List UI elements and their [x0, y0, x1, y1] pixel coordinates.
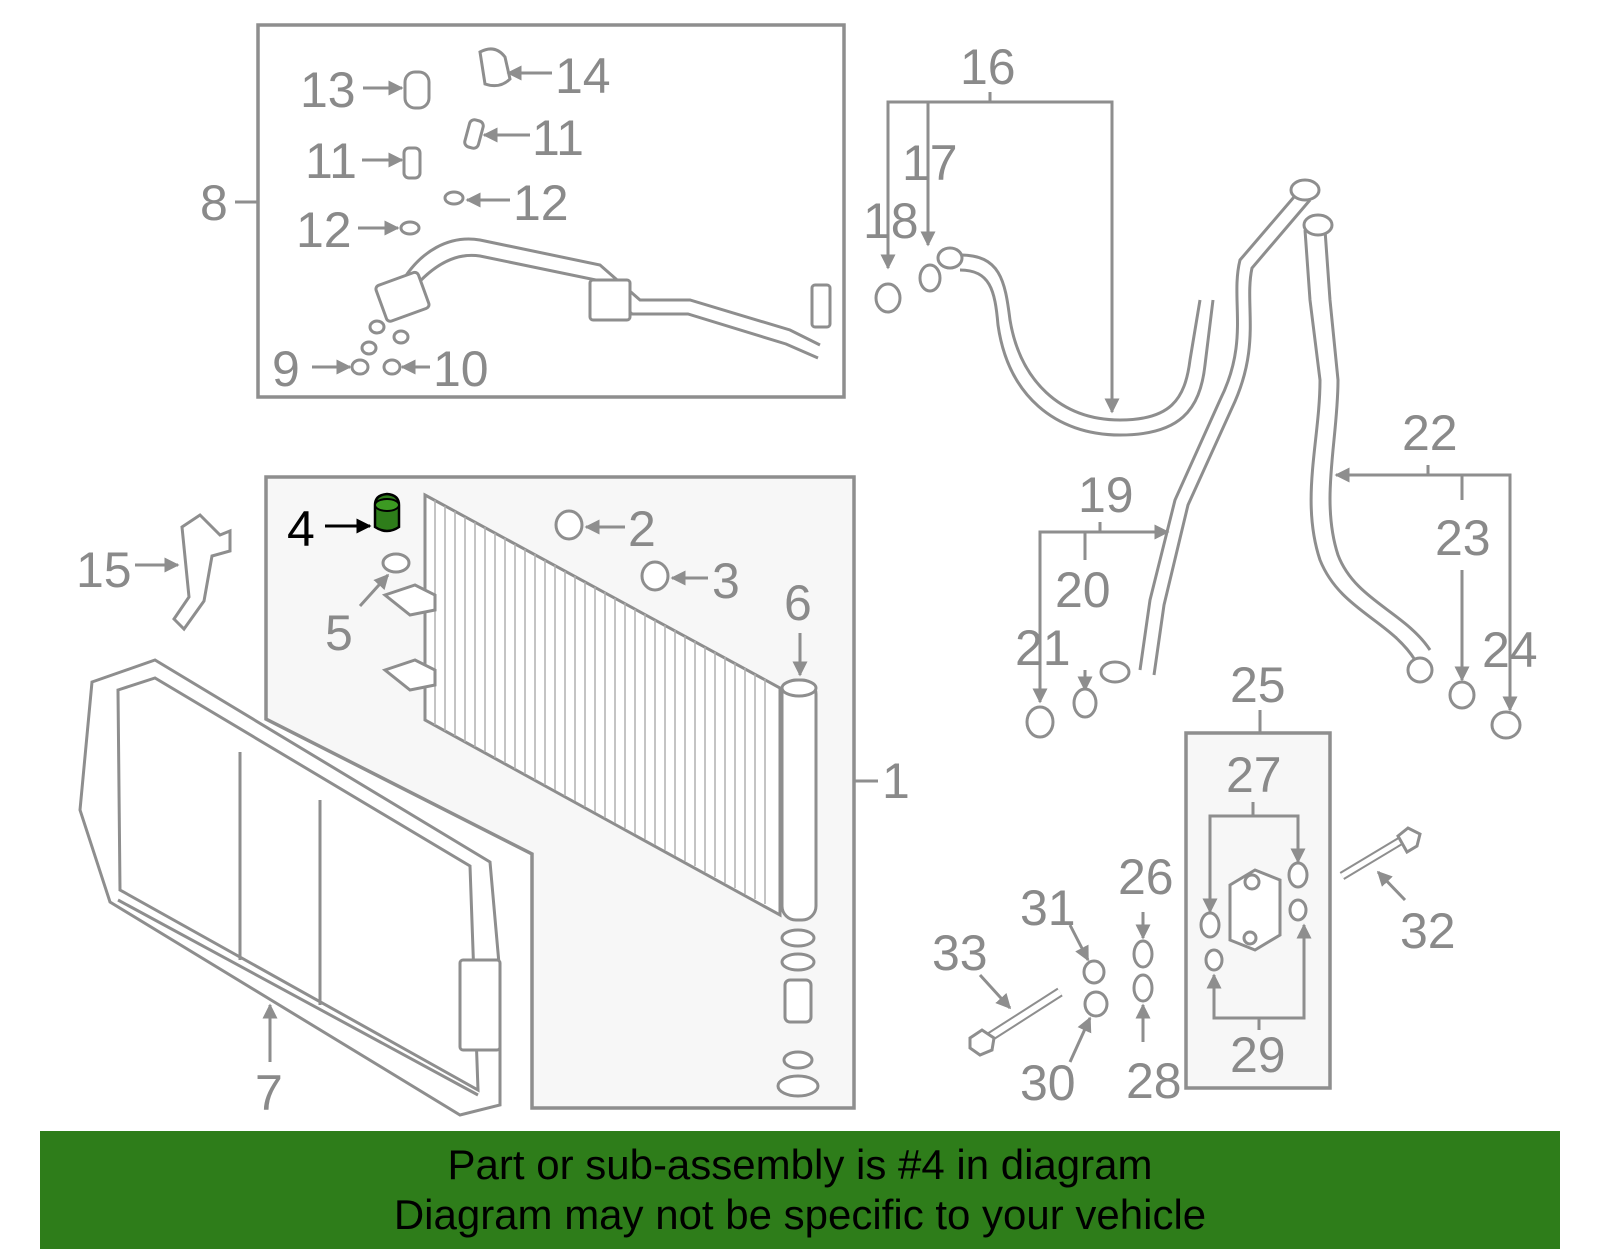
- callout-16: 16: [960, 39, 1016, 95]
- hose-22: [1303, 229, 1417, 661]
- part-info-banner: Part or sub-assembly is #4 in diagram Di…: [40, 1131, 1560, 1249]
- hardware-group: 32 33 31 30 26 28: [932, 826, 1456, 1111]
- callout-18: 18: [863, 193, 919, 249]
- part-12-right: [443, 190, 465, 206]
- part-17: [918, 263, 942, 293]
- callout-7: 7: [255, 1065, 283, 1121]
- callout-11-right: 11: [532, 110, 584, 166]
- washer-31: [1082, 959, 1106, 985]
- bolt-32: [1396, 826, 1422, 855]
- hose-19: [1138, 189, 1302, 671]
- part-15: [172, 513, 232, 632]
- callout-20: 20: [1055, 562, 1111, 618]
- hose-22-group: 22 23 24: [1302, 213, 1538, 740]
- part-24: [1490, 710, 1522, 740]
- callout-2: 2: [628, 501, 656, 557]
- callout-32: 32: [1400, 903, 1456, 959]
- callout-3: 3: [712, 553, 740, 609]
- part-11-left: [402, 146, 422, 180]
- callout-33: 33: [932, 925, 988, 981]
- part-3: [640, 560, 670, 592]
- group-box-8: [256, 23, 846, 399]
- line-assembly-group: 8 13 14 11 11 12 12 9 10: [200, 23, 846, 399]
- callout-15: 15: [76, 542, 132, 598]
- part-18: [874, 282, 902, 314]
- part-13: [403, 70, 431, 110]
- bolt-33: [968, 1028, 996, 1057]
- callout-19: 19: [1078, 467, 1134, 523]
- part-11-right: [463, 118, 485, 150]
- callout-4: 4: [287, 501, 315, 557]
- callout-6: 6: [784, 575, 812, 631]
- hose-16-group: 16 17 18: [863, 39, 1215, 437]
- part-23: [1448, 680, 1476, 710]
- expansion-valve: [1228, 868, 1282, 952]
- part-21: [1025, 705, 1055, 739]
- callout-27: 27: [1226, 747, 1282, 803]
- part-26: [1132, 939, 1154, 969]
- callout-10: 10: [433, 341, 489, 397]
- hose-19-group: 19 20 21: [1015, 178, 1321, 739]
- receiver-drier: [780, 678, 818, 922]
- banner-line-2: Diagram may not be specific to your vehi…: [393, 1191, 1207, 1238]
- radiator-support-group: 15 7: [76, 513, 502, 1121]
- part-10: [382, 358, 402, 376]
- hose-16: [959, 253, 1202, 422]
- part-28: [1132, 973, 1154, 1003]
- part-2: [554, 509, 584, 541]
- washer-30: [1083, 990, 1109, 1018]
- callout-26: 26: [1118, 849, 1174, 905]
- callout-23: 23: [1435, 510, 1491, 566]
- callout-24: 24: [1482, 622, 1538, 678]
- callout-29: 29: [1230, 1027, 1286, 1083]
- callout-8: 8: [200, 175, 228, 231]
- part-20: [1072, 687, 1098, 719]
- condenser-group: 4 2 3 5 6 1: [264, 475, 910, 1110]
- banner-background: [40, 1131, 1560, 1249]
- callout-5: 5: [325, 605, 353, 661]
- drier-plug: [783, 978, 813, 1024]
- callout-14: 14: [555, 48, 611, 104]
- manifold-block-8: [374, 270, 431, 323]
- part-9: [350, 358, 370, 376]
- callout-30: 30: [1020, 1055, 1076, 1111]
- callout-13: 13: [300, 62, 356, 118]
- callout-9: 9: [272, 341, 300, 397]
- part-4-highlighted: [373, 492, 401, 533]
- radiator-frame: [78, 658, 502, 1117]
- callout-17: 17: [902, 135, 958, 191]
- callout-25: 25: [1230, 657, 1286, 713]
- callout-31: 31: [1020, 880, 1076, 936]
- part-5: [381, 552, 411, 574]
- callout-12-left: 12: [296, 202, 352, 258]
- callout-21: 21: [1015, 620, 1071, 676]
- banner-line-1: Part or sub-assembly is #4 in diagram: [447, 1141, 1153, 1188]
- pipe-line-8: [398, 237, 821, 347]
- callout-12-right: 12: [513, 175, 569, 231]
- callout-1: 1: [882, 753, 910, 809]
- expansion-valve-group: 25 27 29: [1184, 657, 1332, 1090]
- callout-22: 22: [1402, 405, 1458, 461]
- part-12-left: [399, 220, 421, 236]
- callout-11-left: 11: [305, 133, 357, 189]
- condenser-core: [423, 492, 782, 918]
- callout-28: 28: [1126, 1053, 1182, 1109]
